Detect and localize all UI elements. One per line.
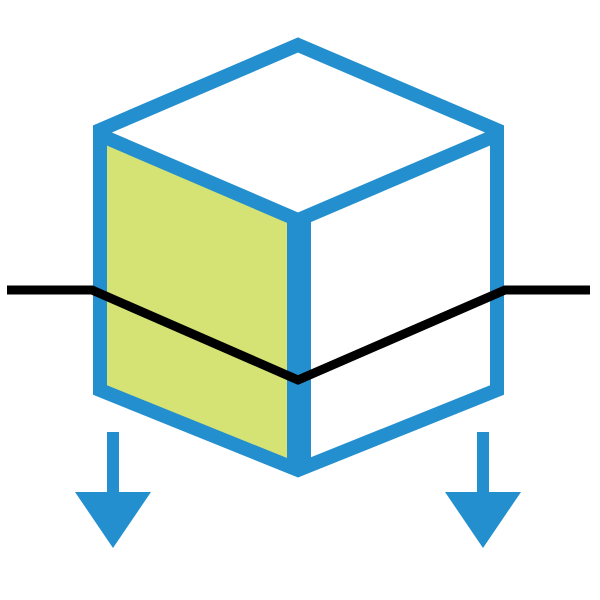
cube-right-face: [298, 135, 497, 470]
cube-left-face: [100, 135, 298, 470]
section-line: [7, 285, 590, 385]
cube-front-edge: [287, 215, 311, 470]
cube-outline: [93, 37, 504, 478]
arrow-down-right-icon: [445, 432, 521, 548]
arrow-down-left-icon: [75, 432, 151, 548]
